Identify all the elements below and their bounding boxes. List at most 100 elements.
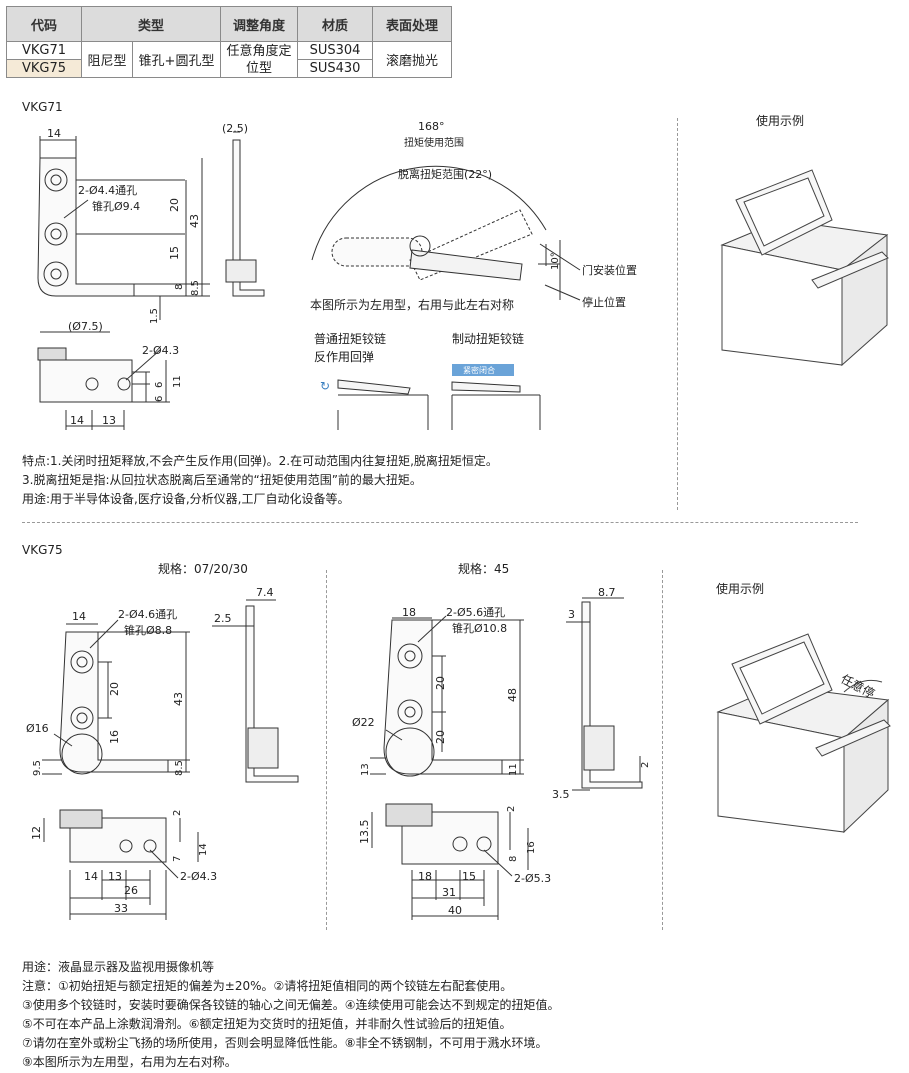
vkg75b-w18: 18 [402,606,416,619]
code-vkg75: VKG75 [6,59,82,78]
vkg75a-d2: 2 [172,810,183,816]
vkg75-spec-a: 规格：07/20/30 [158,562,248,576]
vkg75b-hole-b: 锥孔Ø10.8 [452,622,507,635]
vkg75b-t35: 3.5 [552,788,570,801]
vkg75b-d20: 20 [434,676,447,690]
vkg75b-hole-a: 2-Ø5.6通孔 [446,606,505,619]
vkg71-dim-6b: 6 [154,396,165,402]
vkg75b-b40: 40 [448,904,462,917]
vkg71-hole-top [44,168,68,192]
header-angle: 调整角度 [220,6,298,42]
vkg71-door: 门安装位置 [582,263,637,277]
vkg75a-d14: 14 [198,843,209,856]
vkg71-dim-b14: 14 [70,414,84,427]
vkg75b-b15: 15 [462,870,476,883]
header-surface: 表面处理 [372,6,452,42]
vkg71-dim-8: 8 [174,284,185,290]
vkg75-note-3: ③使用多个铰链时，安装时要确保各铰链的轴心之间无偏差。④连续使用可能会达不到规定… [22,998,560,1012]
vkg71-dim-85: 8.5 [190,280,201,296]
angle-value: 任意角度定位型 [220,41,298,78]
material-sus304: SUS304 [297,41,373,60]
vkg71-hole-mid [44,222,68,246]
vkg75b-hole2: 2-Ø5.3 [514,872,551,885]
vkg75a-b13: 13 [108,870,122,883]
vkg75a-d20: 20 [108,682,121,696]
surface-value: 滚磨抛光 [372,41,452,78]
vkg71-normal-label: 普通扭矩铰链 [314,332,387,346]
vkg71-brake-tag: 紧密闭合 [463,365,495,375]
vkg71-bottom-plate [39,359,133,403]
vkg71-angle: 168° [418,120,445,133]
vkg75b-pivot [385,727,435,777]
vkg75a-d12: 12 [30,826,43,840]
vkg75-drawings: 14 2-Ø4.6通孔 锥孔Ø8.8 20 43 16 Ø16 9.5 8.5 … [26,586,651,920]
vkg75b-t2: 2 [640,762,651,768]
code-vkg71: VKG71 [6,41,82,60]
vkg75a-w14: 14 [72,610,86,623]
vkg75b-b31: 31 [442,886,456,899]
vkg75-divider-b [662,570,663,930]
vkg71-divider [677,118,678,510]
vkg71-dim-43: 43 [188,214,201,228]
vkg71-stop: 停止位置 [582,295,626,309]
vkg71-title: VKG71 [22,100,63,114]
vkg75b-d48: 48 [506,688,519,702]
vkg71-pivot [43,261,69,287]
vkg75b-t3: 3 [568,608,575,621]
vkg75b-b18: 18 [418,870,432,883]
vkg71-hole-a: 2-Ø4.4通孔 [78,184,137,197]
vkg75a-hole2: 2-Ø4.3 [180,870,217,883]
vkg75b-d8: 8 [508,856,519,862]
vkg71-drawings: 14 (2.5) 20 43 15 8 8.5 1.5 2-Ø4.4通孔 锥孔Ø… [37,120,637,430]
vkg71-dim-b13: 13 [102,414,116,427]
vkg71-feature-2: 3.脱离扭矩是指:从回拉状态脱离后至通常的“扭矩使用范围”前的最大扭矩。 [22,473,422,487]
vkg71-dim-w14: 14 [47,127,61,140]
vkg71-example-illustration [720,169,889,367]
vkg75-note-6: ⑨本图所示为左用型，右用为左右对称。 [22,1055,237,1069]
material-sus430: SUS430 [297,59,373,78]
vkg75a-t25: 2.5 [214,612,232,625]
vkg75b-t87: 8.7 [598,586,616,599]
vkg75b-d11: 11 [508,763,519,776]
type-damper: 阻尼型 [81,41,133,78]
vkg75-note-4: ⑤不可在本产品上涂敷润滑剂。⑥额定扭矩为交货时的扭矩值，并非耐久性试验后的扭矩值… [22,1017,512,1031]
vkg75-note-2: 注意：①初始扭矩与额定扭矩的偏差为±20%。②请将扭矩值相同的两个铰链左右配套使… [22,979,513,993]
vkg75b-d20b: 20 [434,730,447,744]
vkg75a-pivot [61,733,103,775]
vkg71-angle-label: 扭矩使用范围 [404,136,464,149]
vkg75b-d2: 2 [506,806,517,812]
vkg71-brake-label: 制动扭矩铰链 [452,332,525,346]
vkg75-example: 使用示例 [716,582,765,596]
vkg71-hole-b: 锥孔Ø9.4 [92,200,140,213]
vkg75b-front-plate [383,619,503,775]
vkg75a-d16: 16 [108,730,121,744]
vkg75a-t74: 7.4 [256,586,274,599]
vkg71-brake-tag-bg [452,364,514,376]
vkg75b-d135: 13.5 [358,820,371,845]
vkg71-dim-6a: 6 [154,382,165,388]
header-material: 材质 [297,6,373,42]
vkg71-hole2: 2-Ø4.3 [142,344,179,357]
header-type: 类型 [81,6,221,42]
vkg71-dim-20: 20 [168,198,181,212]
vkg75b-d13: 13 [360,763,371,776]
vkg75b-d16: 16 [526,841,537,854]
vkg71-rotation-arc [311,165,547,261]
vkg75-note-1: 用途：液晶显示器及监视用摄像机等 [22,960,215,974]
spring-icon: ↻ [320,379,330,393]
vkg71-release: 脱离扭矩范围(22°) [398,167,492,181]
vkg75-spec-b: 规格：45 [458,562,510,576]
vkg71-example: 使用示例 [756,114,805,128]
vkg75a-front-plate [59,631,169,773]
vkg71-note-left: 本图所示为左用型，右用与此左右对称 [310,298,515,312]
section-divider [22,522,858,523]
header-code: 代码 [6,6,82,42]
vkg75a-b33: 33 [114,902,128,915]
vkg71-dim-75: (Ø7.5) [68,320,103,333]
vkg75a-d95: 9.5 [32,760,43,776]
vkg75b-d22-diam: Ø22 [352,716,375,729]
vkg71-d10: 10° [550,252,561,270]
vkg75a-d16-diam: Ø16 [26,722,49,735]
vkg75a-hole-b: 锥孔Ø8.8 [124,624,172,637]
vkg75-example-illustration [716,633,891,834]
